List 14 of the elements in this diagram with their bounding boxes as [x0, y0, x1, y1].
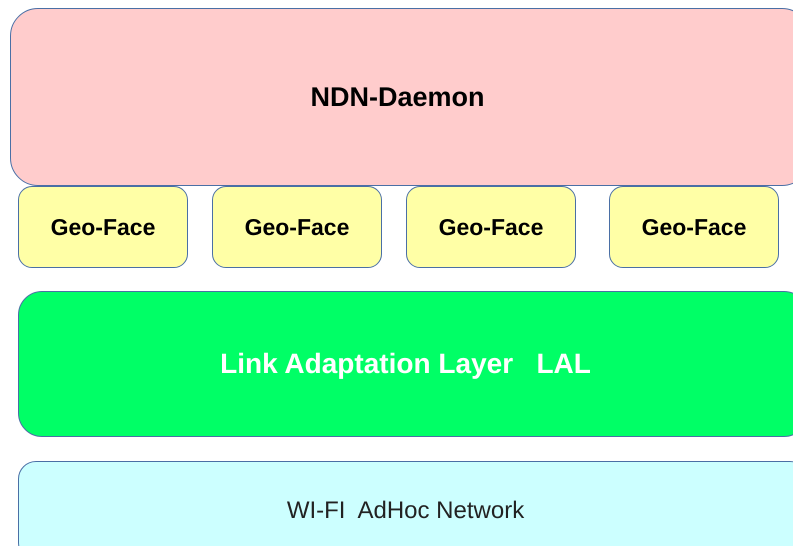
layer-label: Link Adaptation Layer LAL: [220, 348, 591, 380]
layer-label: NDN-Daemon: [310, 82, 484, 112]
layer-label: Geo-Face: [244, 214, 350, 240]
face-box: [18, 186, 188, 268]
layer-label: WI-FI AdHoc Network: [286, 497, 524, 525]
layer-box: [18, 291, 793, 437]
layer-box: [10, 8, 793, 186]
layer-label: Geo-Face: [438, 214, 544, 240]
layer-label: Geo-Face: [50, 214, 156, 240]
face-box: [212, 186, 382, 268]
layer-label: Geo-Face: [642, 214, 746, 240]
face-box: [609, 186, 779, 268]
face-box: [406, 186, 576, 268]
layer-box: [18, 461, 793, 546]
